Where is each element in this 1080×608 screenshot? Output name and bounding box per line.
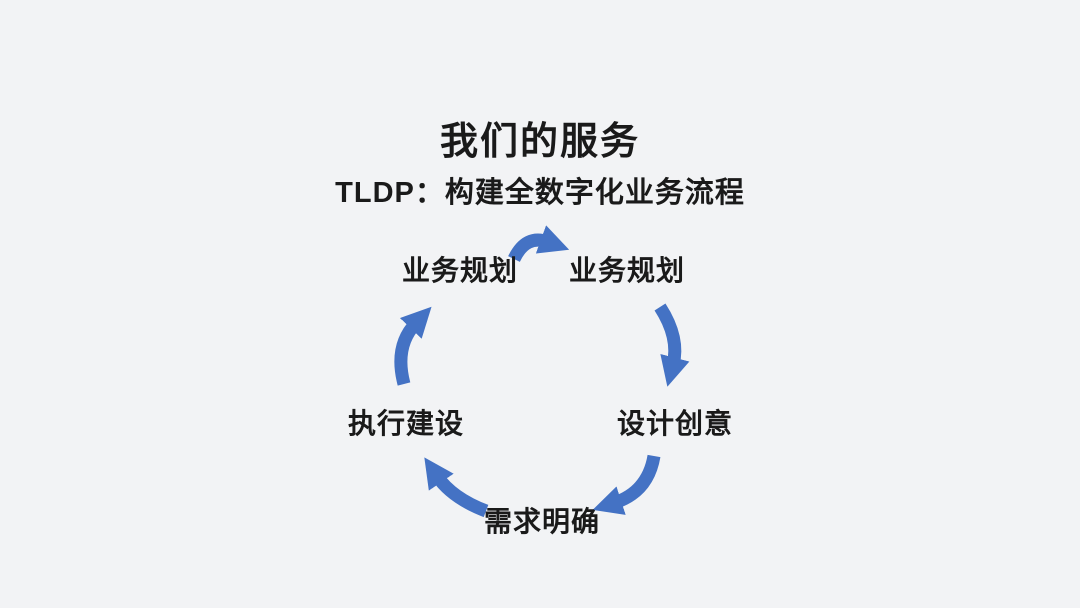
page-subtitle: TLDP：构建全数字化业务流程 (335, 177, 745, 209)
cycle-node-requirements-clarification: 需求明确 (483, 506, 601, 537)
page-title: 我们的服务 (439, 121, 640, 163)
cycle-arrow-right-icon (654, 303, 690, 387)
cycle-node-execution-construction: 执行建设 (347, 408, 465, 439)
cycle-arrow-top-icon (508, 225, 570, 263)
cycle-arrow-left-icon (394, 306, 432, 386)
cycle-arrow-bottom-left-icon (424, 457, 489, 518)
cycle-node-business-planning-1: 业务规划 (401, 255, 519, 286)
cycle-arrow-bottom-right-icon (592, 454, 661, 515)
cycle-node-design-creativity: 设计创意 (616, 408, 734, 439)
cycle-node-business-planning-2: 业务规划 (568, 255, 686, 286)
